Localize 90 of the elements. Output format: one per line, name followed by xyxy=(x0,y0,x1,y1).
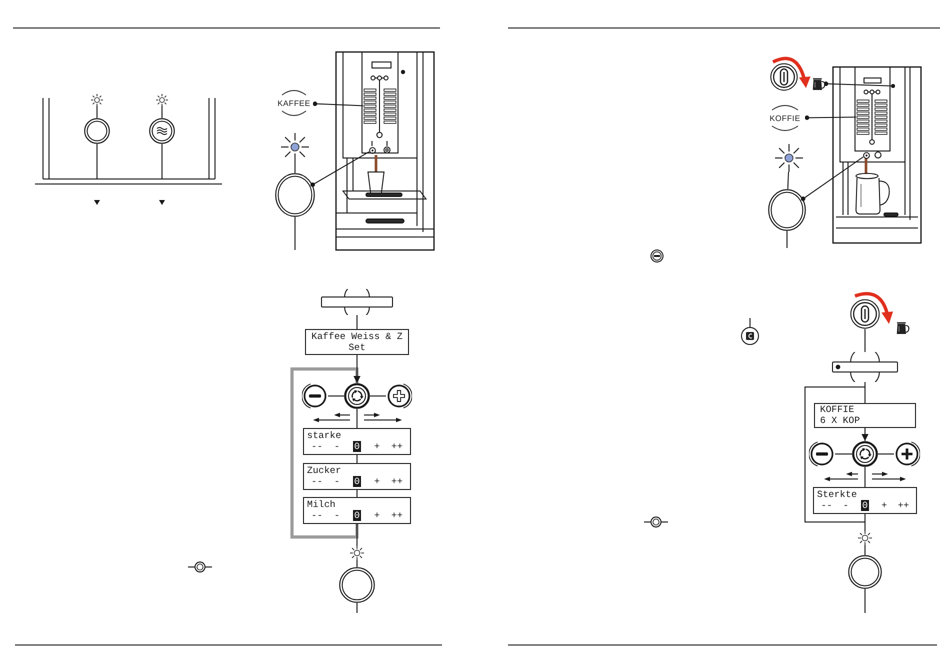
connector-line xyxy=(864,466,866,488)
display-text: 6 X KOP xyxy=(820,416,860,426)
lit-lamp-icon xyxy=(281,133,309,161)
scale-value: + xyxy=(881,500,888,511)
connector-line xyxy=(864,544,866,556)
lcd-display xyxy=(303,497,411,524)
minus-button xyxy=(302,383,328,409)
plus-button xyxy=(386,383,412,409)
display-text: Milch xyxy=(307,499,336,510)
leader-line xyxy=(800,156,864,202)
connector-line xyxy=(356,454,358,464)
connector-line xyxy=(356,524,358,546)
button-column xyxy=(856,99,870,135)
scale-value: ++ xyxy=(391,510,403,521)
scale-value: -- xyxy=(820,500,832,511)
display-text: Sterkte xyxy=(817,489,857,500)
scale-value: ++ xyxy=(898,500,910,511)
indicator-lamp-icon xyxy=(91,94,103,106)
scale-value: + xyxy=(374,441,380,452)
connector-line xyxy=(96,106,98,118)
lit-lamp-icon xyxy=(775,144,803,172)
connector-line xyxy=(864,514,866,532)
push-button xyxy=(84,118,110,144)
lcd-display xyxy=(813,487,917,514)
minus-button xyxy=(809,441,835,467)
connector-line xyxy=(294,160,296,174)
lcd-display xyxy=(814,403,916,428)
leader-line xyxy=(312,102,364,106)
scale-value: -- xyxy=(311,476,323,487)
selected-scale-value: 0 xyxy=(860,500,870,511)
scale-value: - xyxy=(334,441,340,452)
indicator-lamp-icon xyxy=(858,531,872,545)
arrow xyxy=(862,428,868,442)
leader-line xyxy=(804,115,856,120)
leader-line xyxy=(310,151,370,187)
display-text: KOFFIE xyxy=(820,405,854,416)
connector-line xyxy=(356,408,358,428)
scale-value: + xyxy=(374,510,380,521)
connector-line xyxy=(864,588,866,614)
display-text: starke xyxy=(307,430,342,441)
indicator-lamp-icon xyxy=(156,94,168,106)
display-text: Kaffee Weiss & Z Set xyxy=(310,331,404,353)
leader-line xyxy=(824,82,892,86)
dispense-button xyxy=(862,152,870,158)
arrow xyxy=(354,354,360,384)
rotary-switch xyxy=(850,299,880,329)
connector-line xyxy=(356,602,358,614)
push-button xyxy=(149,118,175,144)
key-label: KOFFIE xyxy=(770,114,800,122)
push-button xyxy=(848,555,882,589)
scale-value: -- xyxy=(311,510,323,521)
display-bar xyxy=(321,289,393,315)
plus-button xyxy=(894,441,920,467)
push-button xyxy=(768,189,806,231)
connector-line xyxy=(356,314,358,330)
lcd-display xyxy=(303,428,411,455)
lcd-display xyxy=(303,463,411,490)
scale-value: ++ xyxy=(391,441,403,452)
display-bar xyxy=(832,352,898,382)
dispense-button xyxy=(368,146,376,154)
button-column xyxy=(363,88,377,124)
scale-value: - xyxy=(334,476,340,487)
scale-value: - xyxy=(334,510,340,521)
scale-value: - xyxy=(842,500,849,511)
rotary-knob xyxy=(344,383,370,409)
selected-scale-value: 0 xyxy=(352,441,362,452)
scale-value: + xyxy=(374,476,380,487)
jug-icon xyxy=(811,76,826,91)
connector-line xyxy=(804,386,866,522)
arrow xyxy=(290,367,360,539)
connector-line xyxy=(96,144,98,180)
connector-line xyxy=(864,328,866,352)
connector-line xyxy=(786,230,788,248)
selected-scale-value: 0 xyxy=(352,510,362,521)
status-light-icon xyxy=(891,84,895,88)
key-label: KAFFEE xyxy=(278,98,310,108)
indicator-lamp-icon xyxy=(350,546,364,560)
connector-line xyxy=(356,560,358,568)
connector-line xyxy=(787,172,789,190)
scale-value: -- xyxy=(311,441,323,452)
lcd-display xyxy=(305,329,409,355)
selected-scale-value: 0 xyxy=(352,476,362,487)
push-button xyxy=(275,173,315,217)
display-text: Zucker xyxy=(307,465,342,476)
connector-line xyxy=(356,490,358,498)
rotary-switch xyxy=(770,63,798,91)
rotary-knob xyxy=(852,441,878,467)
connector-line xyxy=(294,216,296,250)
scale-value: ++ xyxy=(391,476,403,487)
push-button xyxy=(339,567,375,603)
